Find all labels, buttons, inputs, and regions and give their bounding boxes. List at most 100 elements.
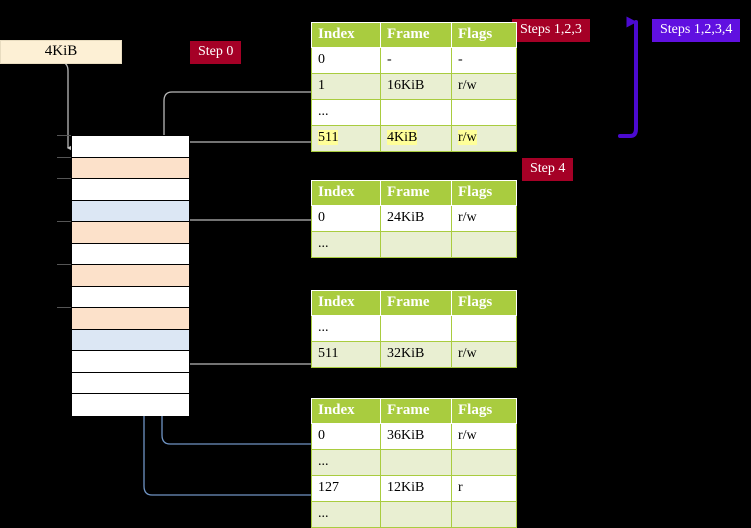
column-header: Flags: [451, 22, 517, 48]
step-0-label: Step 0: [198, 44, 234, 59]
table-cell: 1: [311, 73, 381, 100]
physical-memory-grid: [71, 135, 190, 416]
table-row: ...: [311, 315, 517, 342]
table-cell: [380, 231, 452, 258]
column-header: Frame: [380, 180, 452, 206]
connector-pdpt-to-grid: [180, 219, 311, 250]
memory-grid-divider: [144, 136, 145, 416]
column-header: Flags: [451, 290, 517, 316]
frame-size-box: 4KiB: [0, 40, 122, 64]
column-header: Frame: [380, 398, 452, 424]
frame-size-label: 4KiB: [44, 43, 78, 59]
table-cell: 16KiB: [380, 73, 452, 100]
highlighted-value: r/w: [458, 130, 477, 145]
step-4-label: Step 4: [530, 161, 566, 176]
memory-frame-row: [72, 200, 189, 223]
memory-frame-row: [72, 179, 189, 201]
memory-frame-row: [72, 157, 189, 180]
table-cell: ...: [311, 231, 381, 258]
table-cell: 12KiB: [380, 475, 452, 502]
table-cell: 0: [311, 47, 381, 74]
memory-frame-row: [72, 265, 189, 287]
purple-step-arrow: [618, 16, 638, 138]
table-cell: 24KiB: [380, 205, 452, 232]
memory-frame-tick: [57, 135, 71, 136]
table-row: 0--: [311, 47, 517, 74]
memory-frame-row: [72, 329, 189, 352]
steps-1234-badge: Steps 1,2,3,4: [652, 19, 741, 42]
step-4-badge: Step 4: [522, 158, 574, 181]
table-row: ...: [311, 231, 517, 258]
memory-grid-divider: [126, 136, 127, 416]
table-cell: r/w: [451, 341, 517, 368]
table-cell: 4KiB: [380, 125, 452, 152]
table-cell: [451, 231, 517, 258]
table-cell: ...: [311, 501, 381, 528]
table-cell: [451, 99, 517, 126]
connector-pd-to-grid: [174, 313, 311, 365]
table-cell: 511: [311, 341, 381, 368]
memory-frame-tick: [57, 264, 71, 266]
memory-frame-row: [72, 243, 189, 266]
table-cell: r/w: [451, 423, 517, 450]
memory-frame-row: [72, 286, 189, 309]
table-cell: ...: [311, 99, 381, 126]
column-header: Index: [311, 290, 381, 316]
step-0-badge: Step 0: [190, 41, 242, 64]
table-cell: 0: [311, 423, 381, 450]
connector-pml4-511-to-grid: [180, 141, 311, 162]
table-cell: [380, 449, 452, 476]
steps-123-label: Steps 1,2,3: [520, 22, 582, 37]
table-cell: ...: [311, 449, 381, 476]
column-header: Index: [311, 22, 381, 48]
column-header: Flags: [451, 180, 517, 206]
table-row: ...: [311, 501, 517, 528]
table-cell: r/w: [451, 73, 517, 100]
table-row: ...: [311, 449, 517, 476]
memory-frame-row: [72, 222, 189, 244]
memory-frame-row: [72, 136, 189, 158]
table-cell: r/w: [451, 125, 517, 152]
table-cell: r/w: [451, 205, 517, 232]
table-cell: [380, 315, 452, 342]
table-cell: [451, 449, 517, 476]
memory-frame-tick: [57, 307, 71, 309]
column-header: Frame: [380, 290, 452, 316]
steps-1234-label: Steps 1,2,3,4: [660, 22, 733, 37]
memory-frame-row: [72, 351, 189, 373]
column-header: Index: [311, 398, 381, 424]
table-cell: [380, 501, 452, 528]
table-cell: -: [451, 47, 517, 74]
table-cell: 0: [311, 205, 381, 232]
table-cell: 36KiB: [380, 423, 452, 450]
table-cell: r: [451, 475, 517, 502]
memory-frame-tick: [57, 178, 71, 180]
memory-frame-row: [72, 308, 189, 330]
table-row: ...: [311, 99, 517, 126]
table-cell: -: [380, 47, 452, 74]
table-cell: [451, 501, 517, 528]
steps-123-badge: Steps 1,2,3: [512, 19, 590, 42]
table-cell: [380, 99, 452, 126]
memory-frame-tick: [57, 221, 71, 223]
table-row: 511 4KiB r/w: [311, 125, 517, 152]
column-header: Flags: [451, 398, 517, 424]
highlighted-value: 4KiB: [387, 130, 418, 145]
table-cell: 32KiB: [380, 341, 452, 368]
memory-frame-tick: [57, 156, 71, 158]
column-header: Index: [311, 180, 381, 206]
table-cell: 511: [311, 125, 381, 152]
